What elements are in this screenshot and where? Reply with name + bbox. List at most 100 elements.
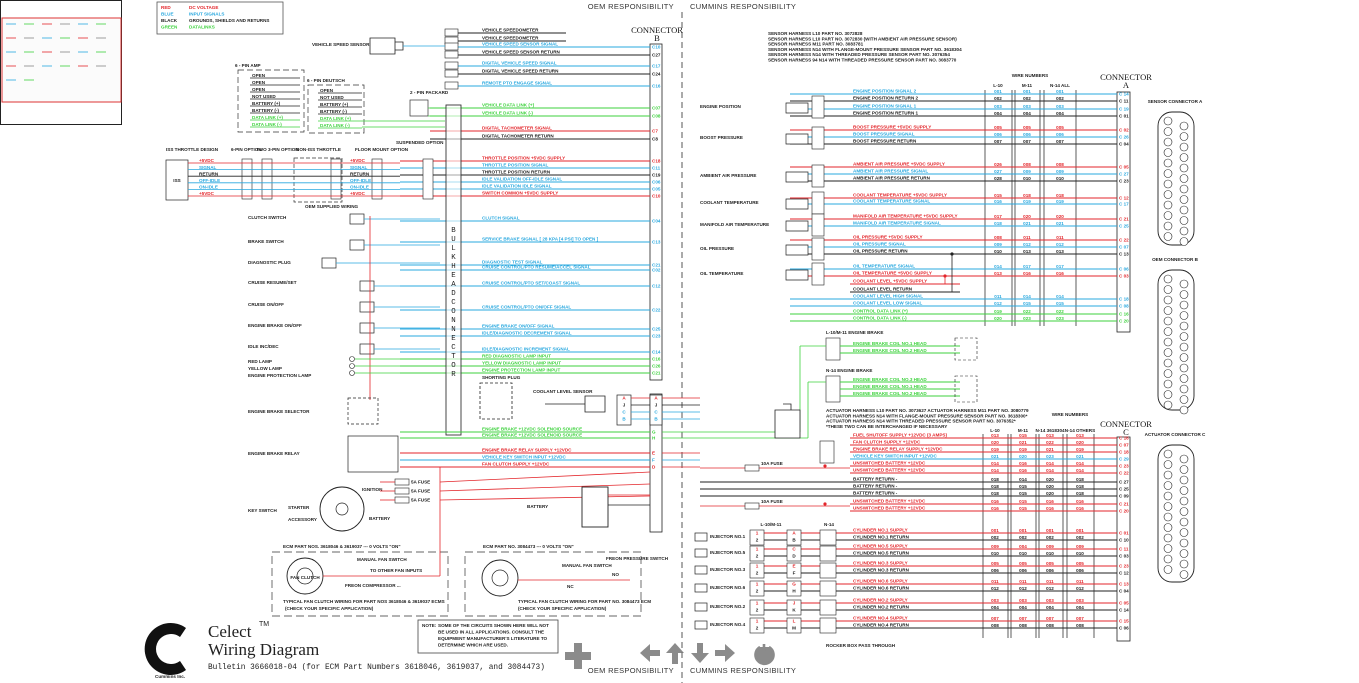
component-label: BRAKE SWITCH [248, 239, 284, 244]
wire-number: 018 [1076, 491, 1084, 496]
connector-a-pin: C 26 [1119, 135, 1129, 140]
pin-letter: B [622, 417, 626, 422]
cylinder-supply-label: CYLINDER NO.5 SUPPLY [853, 544, 908, 549]
injector-connector-l10 [749, 617, 765, 634]
non-iss-throttle [293, 157, 343, 203]
wire-number: 007 [991, 616, 999, 621]
injector-label: INJECTOR NO.1 [710, 534, 746, 539]
wire-number: 004 [1076, 605, 1084, 610]
bulkhead-letter: B [451, 227, 456, 235]
sensor-icon [785, 102, 809, 114]
l10-engine-brake-title: L-10/M-11 ENGINE BRAKE [826, 330, 883, 335]
sensor-signal-label: AMBIENT AIR PRESSURE +5VDC SUPPLY [853, 162, 945, 167]
pin-socket [1179, 332, 1189, 341]
wire-number: 020 [1076, 440, 1084, 445]
wire-number: 014 [1023, 294, 1031, 299]
wire-number: 008 [1076, 623, 1084, 628]
connector-c-pin: C 12 [1119, 571, 1129, 576]
actuator-signal-label: UNSWITCHED BATTERY +12VDC [853, 461, 926, 466]
reset-rotate-icon[interactable] [754, 644, 775, 666]
injector-label: INJECTOR NO.6 [710, 585, 746, 590]
pan-down-icon[interactable] [691, 643, 709, 663]
wire-number: 017 [1023, 264, 1031, 269]
wire-number: 013 [991, 433, 999, 438]
wire-number: 004 [994, 111, 1002, 116]
wire-number: 002 [1023, 96, 1031, 101]
bulkhead-letter: O [451, 308, 456, 316]
center-signal-label: CRUISE CONTROL/PTO ON/OFF SIGNAL [482, 305, 571, 310]
center-signal-label: CLUTCH SIGNAL [482, 216, 520, 221]
switch-symbol [349, 213, 365, 225]
pin-label: G [792, 582, 796, 587]
wire-column-header: L-10 [990, 428, 1000, 433]
amp-row-label: DATA LINK (+) [252, 115, 283, 120]
pin-socket [1179, 153, 1189, 162]
connector-a-box [1116, 91, 1131, 333]
pin-socket [1163, 285, 1173, 294]
fan-wiring-right [464, 551, 642, 617]
legend-meaning: DATALINKS [189, 25, 215, 30]
coolant-sensor-connector [616, 394, 632, 426]
pin-socket [1179, 184, 1189, 194]
sensor-signal-label: COOLANT LEVEL RETURN [853, 287, 913, 292]
wire-number: 007 [1056, 139, 1064, 144]
sensor-signal-label: COOLANT LEVEL LOW SIGNAL [853, 301, 923, 306]
connector-b-pin: C10 [652, 194, 661, 199]
wire-number: 014 [991, 468, 999, 473]
wire-number: 018 [991, 484, 999, 489]
pan-right-icon[interactable] [715, 644, 735, 662]
cummins-logo [144, 623, 186, 676]
wire-number: 022 [1056, 309, 1064, 314]
wire-number: 015 [994, 193, 1002, 198]
wire-number: 016 [1056, 271, 1064, 276]
wire-number: 013 [1056, 249, 1064, 254]
wire-number: 016 [1019, 461, 1027, 466]
pin-socket [1179, 132, 1189, 141]
injector-connector-n14 [819, 545, 837, 562]
connector-b-pin: C14 [652, 350, 661, 355]
connector-c-pin: C 27 [1119, 480, 1129, 485]
pin-socket [1163, 295, 1173, 305]
zoom-in-icon[interactable] [565, 643, 591, 669]
lower-signal-label: ENGINE BRAKE +12VDC SOLENOID SOURCE [482, 433, 582, 438]
shorting-plug-label: SHORTING PLUG [482, 375, 521, 380]
iss-throttle-title: ISS THROTTLE DESIGN [166, 147, 219, 152]
fan-left-title: ECM PART NOS. 3618046 & 3619037 --- 0 VO… [283, 544, 401, 549]
legend-meaning: GROUNDS, SHIELDS AND RETURNS [189, 18, 269, 23]
wire-number: 018 [1076, 477, 1084, 482]
fan-clutch-label: FAN CLUTCH [290, 575, 320, 580]
component-label: ENGINE BRAKE ON/OFF [248, 323, 302, 328]
actuator-signal-label: BATTERY RETURN - [853, 484, 898, 489]
pin-label: 2 [756, 589, 759, 594]
sensor-icon [785, 269, 809, 281]
sensor-signal-label: OIL PRESSURE SIGNAL [853, 242, 906, 247]
pan-left-icon[interactable] [640, 644, 660, 662]
connector-b-pin: C22 [652, 308, 661, 313]
wire-number: 005 [994, 125, 1002, 130]
wire-number: 010 [1056, 176, 1064, 181]
fuse-10a [744, 464, 760, 472]
wire-number: 010 [1023, 176, 1031, 181]
injector-connector-m [786, 562, 802, 579]
injector-connector-l10 [749, 599, 765, 616]
six-pin-option: 6-PIN OPTION [231, 147, 262, 152]
pin-socket [1163, 379, 1173, 389]
relay-connector [819, 440, 835, 464]
throttle-row-label: +5VDC [350, 158, 366, 163]
pin-letter: A [622, 396, 626, 401]
pan-up-icon[interactable] [666, 643, 684, 664]
check-application: (CHECK YOUR SPECIFIC APPLICATION) [518, 606, 607, 611]
wire-number: 018 [991, 477, 999, 482]
bulkhead-letter: H [451, 263, 455, 271]
injector-connector-n14 [819, 529, 837, 546]
battery-terminal-label: BATTERY [369, 516, 390, 521]
pin-socket [1163, 481, 1173, 490]
pin-label: 2 [756, 571, 759, 576]
wire-number: 016 [1076, 506, 1084, 511]
wire-number: 008 [994, 235, 1002, 240]
junction-dot [823, 464, 827, 468]
actuator-signal-label: UNSWITCHED BATTERY +12VDC [853, 468, 926, 473]
actuator-harness-note: ACTUATOR HARNESS N14 WITH FLANGE-MOUNT P… [826, 413, 1028, 418]
pin-socket [1163, 337, 1173, 347]
connector-a-pin: C 14 [1119, 92, 1129, 97]
